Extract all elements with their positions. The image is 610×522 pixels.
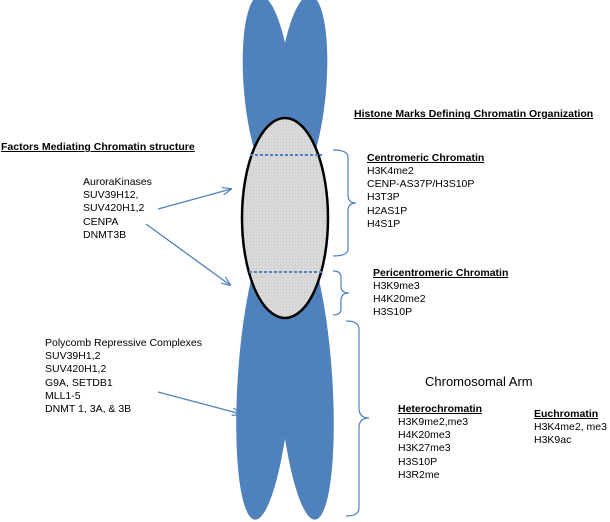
mark-item: H3S10P <box>398 455 438 468</box>
factor-item: CENPA <box>83 215 119 228</box>
factors-list-arm: Polycomb Repressive Complexes SUV39H1,2 … <box>45 337 202 416</box>
mark-item: H4S1P <box>367 217 401 230</box>
mark-item: H2AS1P <box>367 204 408 217</box>
factors-list-centromere: AuroraKinases SUV39H12, SUV420H1,2 CENPA… <box>83 176 152 242</box>
mark-item: H3K4me2, me3 <box>534 421 607 433</box>
mark-item: H3K27me3 <box>398 442 451 455</box>
arrow-to-centromere <box>157 189 231 210</box>
mark-item: H3S10P <box>373 306 413 319</box>
chromosome <box>236 0 334 520</box>
mark-item: H3R2me <box>398 468 440 481</box>
arrows <box>145 189 241 414</box>
brackets <box>332 149 370 517</box>
pericentromeric-title: Pericentromeric Chromatin <box>373 267 509 279</box>
mark-item: H3K9me2,me3 <box>398 416 469 428</box>
mark-item: H3K9ac <box>534 434 572 447</box>
factor-item: DNMT3B <box>83 228 127 241</box>
chromosomal-arm-label: Chromosomal Arm <box>425 374 533 389</box>
bracket-centromeric <box>332 149 357 257</box>
centromeric-title: Centromeric Chromatin <box>367 152 485 164</box>
euchromatin-title: Euchromatin <box>534 408 599 420</box>
factor-item: SUV420H1,2 <box>83 202 145 215</box>
centromere <box>240 116 330 320</box>
arrow-to-arm <box>157 391 241 414</box>
factor-item: DNMT 1, 3A, & 3B <box>45 402 132 415</box>
factor-item: MLL1-5 <box>45 389 81 402</box>
centromeric-marks: H3K4me2 CENP-AS37P/H3S10P H3T3P H2AS1P H… <box>367 165 474 231</box>
factor-item: SUV39H1,2 <box>45 350 101 363</box>
pericentromeric-marks: H3K9me3 H4K20me2 H3S10P <box>373 280 426 320</box>
mark-item: H3K9me3 <box>373 280 420 292</box>
mark-item: CENP-AS37P/H3S10P <box>367 178 475 191</box>
bracket-pericentromeric <box>332 270 350 316</box>
factor-item: G9A, SETDB1 <box>45 376 113 389</box>
mark-item: H4K20me2 <box>373 293 426 306</box>
bracket-chromosomal-arm <box>345 320 370 517</box>
factor-item: AuroraKinases <box>83 176 152 188</box>
factor-item: SUV420H1,2 <box>45 363 107 376</box>
heterochromatin-title: Heterochromatin <box>398 403 483 415</box>
heading-factors: Factors Mediating Chromatin structure <box>1 141 195 153</box>
heterochromatin-marks: H3K9me2,me3 H4K20me3 H3K27me3 H3S10P H3R… <box>398 416 468 482</box>
mark-item: H3K4me2 <box>367 165 414 177</box>
mark-item: H4K20me3 <box>398 429 451 442</box>
mark-item: H3T3P <box>367 191 400 204</box>
arrow-to-pericentromere <box>145 223 230 285</box>
euchromatin-marks: H3K4me2, me3 H3K9ac <box>534 421 607 447</box>
factor-item: Polycomb Repressive Complexes <box>45 337 202 349</box>
factor-item: SUV39H12, <box>83 189 139 202</box>
heading-histone-marks: Histone Marks Defining Chromatin Organiz… <box>354 108 594 120</box>
